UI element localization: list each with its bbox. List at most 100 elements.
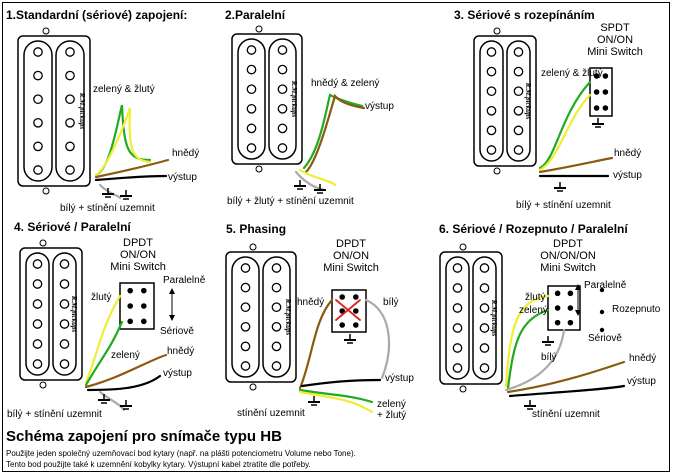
panel-5-wire-brown xyxy=(298,298,334,390)
panel-1-ground-2 xyxy=(120,190,132,200)
panel-6-label-ground: stínění uzemnit xyxy=(532,409,600,420)
panel-6-pickup: R.M.pickups xyxy=(439,243,503,393)
panel-6-switch-mode: ON/ON/ON xyxy=(540,250,596,262)
panel-3-title: 3. Sériové s rozepínáním xyxy=(454,8,595,22)
pole-piece xyxy=(479,283,490,293)
switch-lug xyxy=(339,294,346,300)
pole-piece xyxy=(59,259,70,269)
pole-piece xyxy=(65,47,75,57)
pole-piece xyxy=(65,70,75,81)
panel-4-title: 4. Sériové / Paralelní xyxy=(14,220,131,234)
panel-5-label-output: výstup xyxy=(385,373,414,384)
pole-piece xyxy=(32,279,43,289)
pole-piece xyxy=(65,94,75,105)
pole-piece xyxy=(277,143,288,153)
switch-lug xyxy=(141,303,147,309)
panel-5-label-ground: stínění uzemnit xyxy=(237,408,305,419)
panel-2-wire-brown xyxy=(304,93,366,174)
panel-4-arrow xyxy=(169,288,175,321)
panel-4-switch xyxy=(119,282,155,330)
pole-piece xyxy=(32,319,43,329)
panel-5-switch-ground xyxy=(344,334,356,344)
pole-piece xyxy=(33,165,43,175)
pole-piece xyxy=(271,341,282,352)
panel-2-label-ground: bílý + žlutý + stínění uzemnit xyxy=(227,196,354,207)
panel-4-ground xyxy=(98,394,110,404)
panel-6-wire-white xyxy=(504,328,566,392)
pole-piece xyxy=(479,323,490,333)
panel-5-label-green: zelený xyxy=(377,399,406,410)
pole-piece xyxy=(240,361,251,371)
pole-piece xyxy=(513,145,524,155)
pole-piece xyxy=(33,117,43,128)
panel-3-label-brown: hnědý xyxy=(614,148,642,159)
panel-3-switch-kind: Mini Switch xyxy=(587,46,643,58)
pole-piece xyxy=(240,321,251,332)
page-title: Schéma zapojení pro snímače typu HB xyxy=(6,428,282,445)
panel-4-wire-yellow xyxy=(84,294,122,384)
pole-piece xyxy=(246,84,257,95)
pole-piece xyxy=(240,263,251,273)
pole-piece xyxy=(33,70,43,81)
panel-5-switch-label: DPDT ON/ON Mini Switch xyxy=(311,238,391,274)
panel-5-wire-yellow xyxy=(298,390,374,414)
pole-piece xyxy=(479,303,490,313)
panel-4-switch-label: DPDT ON/ON Mini Switch xyxy=(98,237,178,273)
pole-piece xyxy=(246,64,257,75)
panel-4-switch-mode: ON/ON xyxy=(119,249,157,261)
pole-piece xyxy=(452,343,463,353)
outer-frame xyxy=(2,2,670,472)
panel-3-ground xyxy=(554,182,566,192)
switch-lug xyxy=(141,318,147,325)
switch-lug xyxy=(602,89,609,95)
pole-piece xyxy=(452,263,463,273)
panel-4-label-yellow: žlutý xyxy=(91,292,112,303)
pole-piece xyxy=(271,302,282,313)
pole-piece xyxy=(271,263,282,273)
panel-5-label-yellow: + žlutý xyxy=(377,410,407,421)
pole-piece xyxy=(59,359,70,369)
switch-lug xyxy=(353,294,359,300)
panel-1-wire-brown xyxy=(94,158,170,179)
footer-note-2: Tento bod použijte také k uzemnění kobyl… xyxy=(6,460,311,469)
panel-6-wire-yellow xyxy=(504,294,550,388)
pole-piece xyxy=(32,259,43,269)
panel-5-switch-mode: ON/ON xyxy=(332,250,370,262)
pole-piece xyxy=(59,299,70,309)
pole-piece xyxy=(486,125,497,136)
pole-piece xyxy=(479,263,490,273)
panel-5-label-brown: hnědý xyxy=(297,297,325,308)
pole-piece xyxy=(277,84,288,95)
pole-piece xyxy=(59,319,70,329)
panel-4-label-ground: bílý + stínění uzemnit xyxy=(7,409,102,420)
pole-piece xyxy=(513,66,524,77)
panel-4-switch-type: DPDT xyxy=(123,237,153,249)
switch-lug xyxy=(353,308,359,314)
pole-piece xyxy=(277,45,288,55)
pole-piece xyxy=(33,141,43,152)
pole-piece xyxy=(479,343,490,353)
pole-piece xyxy=(240,341,251,352)
panel-6-dot-2 xyxy=(599,309,605,315)
panel-4-wire-output xyxy=(86,374,162,392)
panel-1-ground xyxy=(102,188,114,198)
panel-2-title: 2.Paralelní xyxy=(225,8,286,22)
switch-lug xyxy=(353,322,359,328)
panel-6-title: 6. Sériové / Rozepnuto / Paralelní xyxy=(439,222,628,236)
panel-4-label-output: výstup xyxy=(163,368,192,379)
panel-5-label-white: bílý xyxy=(383,297,399,308)
switch-lug xyxy=(554,319,561,326)
pole-piece xyxy=(513,47,524,57)
panel-1-pickup: R.M.pickups xyxy=(17,27,91,195)
pole-piece xyxy=(486,47,497,57)
switch-lug xyxy=(141,287,147,294)
panel-6-wire-green xyxy=(506,308,550,390)
panel-3-pickup: R.M.pickups xyxy=(473,27,537,175)
panel-5-switch-type: DPDT xyxy=(336,238,366,250)
panel-3-wire-yellow xyxy=(538,93,592,172)
pole-piece xyxy=(65,141,75,152)
pole-piece xyxy=(246,143,257,153)
switch-lug xyxy=(567,319,574,326)
pole-piece xyxy=(452,303,463,313)
